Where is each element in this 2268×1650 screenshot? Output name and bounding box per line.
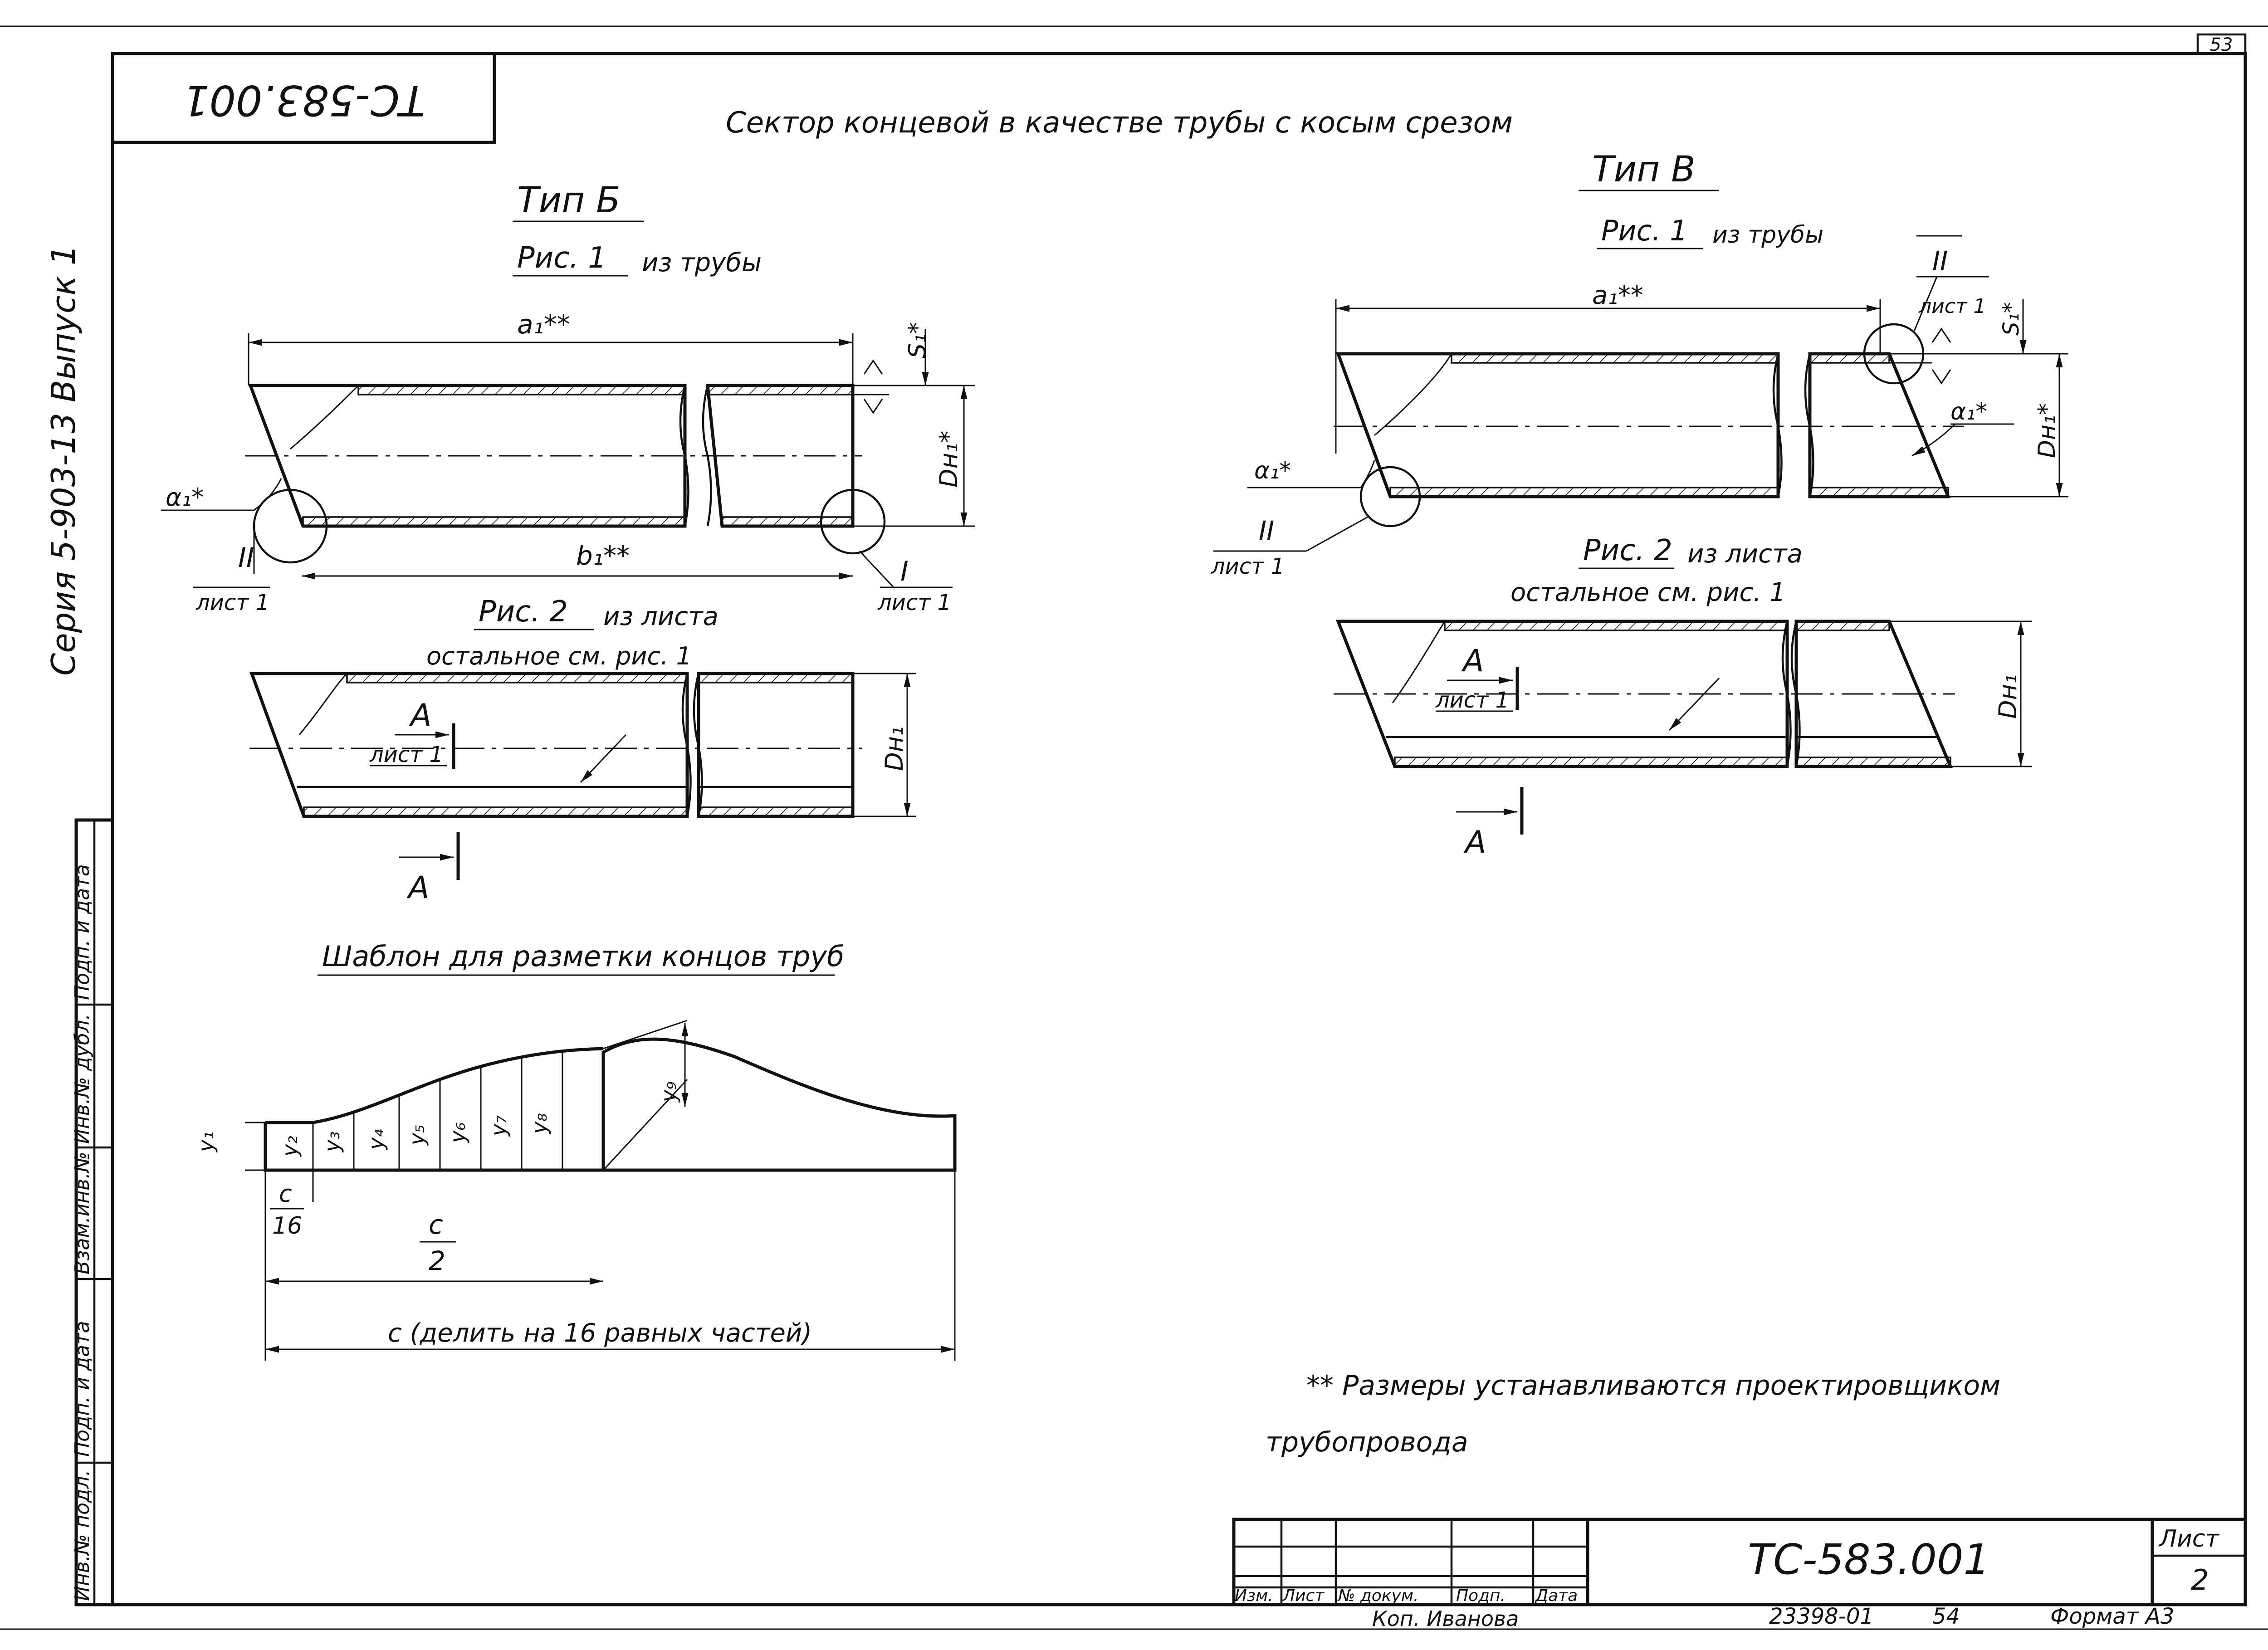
- marking-template: Шаблон для разметки концов труб y₁ y₂ y₃…: [194, 940, 957, 1361]
- type-v-s1: S₁*: [1999, 302, 2024, 336]
- type-v-dn1-fig2: Dн₁: [1994, 674, 2022, 719]
- side-cell-podp-data-1: Подп. и дата: [71, 1321, 94, 1457]
- type-v-callout-left-num: II: [1259, 515, 1274, 546]
- type-v-fig2-label: Рис. 2: [1583, 534, 1672, 567]
- type-b-fig1-label: Рис. 1: [517, 241, 606, 275]
- type-b-a1-dim: a₁**: [517, 309, 570, 340]
- type-b-callout-1-sheet: лист 1: [877, 590, 951, 615]
- page-number: 54: [1932, 1604, 1960, 1629]
- type-b-fig2-suffix: из листа: [603, 602, 719, 631]
- type-b-callout-2-circle: [253, 488, 328, 564]
- ordinate-y9: y₉: [656, 1081, 681, 1103]
- type-b-section-letter-bottom: А: [406, 870, 430, 906]
- type-v-alpha1-right: α₁*: [1950, 398, 1987, 425]
- copied-by: Коп. Иванова: [1372, 1606, 1519, 1631]
- type-v-heading: Тип В: [1592, 149, 1696, 190]
- tb-sheet-value: 2: [2191, 1563, 2209, 1596]
- type-b-b1-dim: b₁**: [576, 540, 630, 571]
- type-b-fig2-note: остальное см. рис. 1: [426, 642, 692, 670]
- type-v-dn1: Dн₁*: [2033, 403, 2061, 458]
- type-b-dn1-fig2: Dн₁: [880, 726, 909, 771]
- title-block: Изм. Лист № докум. Подп. Дата ТС-583.001…: [1232, 1518, 2247, 1606]
- type-b-section-letter: А: [409, 698, 432, 733]
- type-b-section: Тип Б Рис. 1 из трубы a₁** S₁*: [161, 180, 975, 906]
- type-v-fig2-pipe: [1334, 620, 1955, 768]
- tb-col-list: Лист: [1282, 1587, 1325, 1605]
- type-b-fig2-pipe: [249, 672, 862, 818]
- type-v-section-letter-bottom: А: [1463, 825, 1486, 860]
- type-b-s1: S₁*: [904, 322, 931, 358]
- type-v-fig2-suffix: из листа: [1687, 539, 1803, 569]
- template-c-total: c (делить на 16 равных частей): [388, 1318, 812, 1348]
- type-v-section-letter: А: [1461, 643, 1484, 679]
- ordinate-y6: y₆: [445, 1122, 470, 1144]
- sheet-format: Формат А3: [2050, 1604, 2174, 1629]
- type-v-fig1-pipe: [1334, 352, 1964, 498]
- ordinate-y8: y₈: [527, 1113, 552, 1135]
- side-cell-vzam-inv: Взам.инв.№: [71, 1152, 94, 1274]
- ordinate-y5: y₅: [405, 1124, 429, 1146]
- type-v-callout-left-circle: [1359, 466, 1421, 527]
- type-b-callout-1-num: I: [900, 556, 909, 587]
- template-c2-den: 2: [429, 1245, 445, 1276]
- ordinate-y3: y₃: [320, 1131, 344, 1153]
- type-v-fig1-label: Рис. 1: [1601, 214, 1688, 247]
- type-b-fig2-label: Рис. 2: [479, 595, 568, 629]
- type-b-section-sheet: лист 1: [369, 742, 443, 767]
- stamp-code: ТС-583.001: [183, 76, 425, 125]
- tb-designation: ТС-583.001: [1748, 1535, 1990, 1584]
- type-b-dn1: Dн₁*: [934, 430, 963, 488]
- type-v-section-sheet: лист 1: [1435, 688, 1509, 713]
- type-v-callout-top-num: II: [1932, 245, 1948, 276]
- tb-col-docum: № докум.: [1337, 1587, 1418, 1605]
- template-c16-den: 16: [272, 1212, 302, 1240]
- side-cell-podp-data-2: Подп. и дата: [71, 864, 94, 1000]
- side-cell-inv-podl: Инв.№ подл.: [71, 1469, 94, 1601]
- drawing-title: Сектор концевой в качестве трубы с косым…: [726, 106, 1513, 140]
- tb-sheet-label: Лист: [2158, 1525, 2219, 1552]
- tb-col-podp: Подп.: [1456, 1587, 1505, 1605]
- type-b-callout-2-num: II: [238, 542, 254, 574]
- template-heading: Шаблон для разметки концов труб: [322, 940, 844, 973]
- series-label: Серия 5-903-13 Выпуск 1: [44, 244, 83, 676]
- rotated-code-stamp: ТС-583.001: [111, 52, 496, 144]
- type-v-fig1-suffix: из трубы: [1712, 221, 1823, 249]
- type-v-a1-dim: a₁**: [1592, 281, 1643, 310]
- ordinate-y2: y₂: [278, 1136, 302, 1157]
- template-ordinates: y₁ y₂ y₃ y₄ y₅ y₆ y₇ y₈ y₉: [194, 1051, 681, 1171]
- type-b-alpha1: α₁*: [166, 483, 204, 512]
- type-b-heading: Тип Б: [517, 180, 621, 221]
- ordinate-y4: y₄: [364, 1129, 388, 1151]
- type-v-fig2-note: остальное см. рис. 1: [1510, 578, 1786, 607]
- ordinate-y7: y₇: [486, 1115, 511, 1137]
- type-v-section: Тип В Рис. 1 из трубы a₁** S₁* Dн₁*: [1211, 149, 2068, 860]
- type-v-callout-left-sheet: лист 1: [1211, 554, 1285, 579]
- side-cell-inv-dubl: Инв.№ дубл.: [71, 1014, 94, 1144]
- type-v-callout-top-circle: [1863, 323, 1925, 385]
- ordinate-y1: y₁: [194, 1131, 218, 1153]
- type-v-alpha1-left: α₁*: [1254, 457, 1291, 484]
- template-c16-num: c: [279, 1181, 292, 1208]
- type-b-callout-2-sheet: лист 1: [196, 590, 269, 615]
- side-stamp-column: Инв.№ подл. Подп. и дата Взам.инв.№ Инв.…: [71, 818, 114, 1606]
- designer-note-line1: ** Размеры устанавливаются проектировщик…: [1306, 1370, 2000, 1401]
- designer-note-line2: трубопровода: [1266, 1426, 1468, 1458]
- type-b-fig1-pipe: [245, 384, 862, 528]
- tb-col-data: Дата: [1535, 1587, 1578, 1605]
- type-b-fig1-suffix: из трубы: [642, 248, 762, 278]
- template-c2-num: c: [429, 1209, 443, 1240]
- tb-col-izm: Изм.: [1235, 1587, 1273, 1605]
- type-v-callout-top-sheet: лист 1: [1918, 295, 1986, 318]
- type-b-callout-1-circle: [820, 488, 886, 555]
- corner-sheet-number: 53: [2210, 34, 2233, 55]
- order-number: 23398-01: [1769, 1604, 1874, 1629]
